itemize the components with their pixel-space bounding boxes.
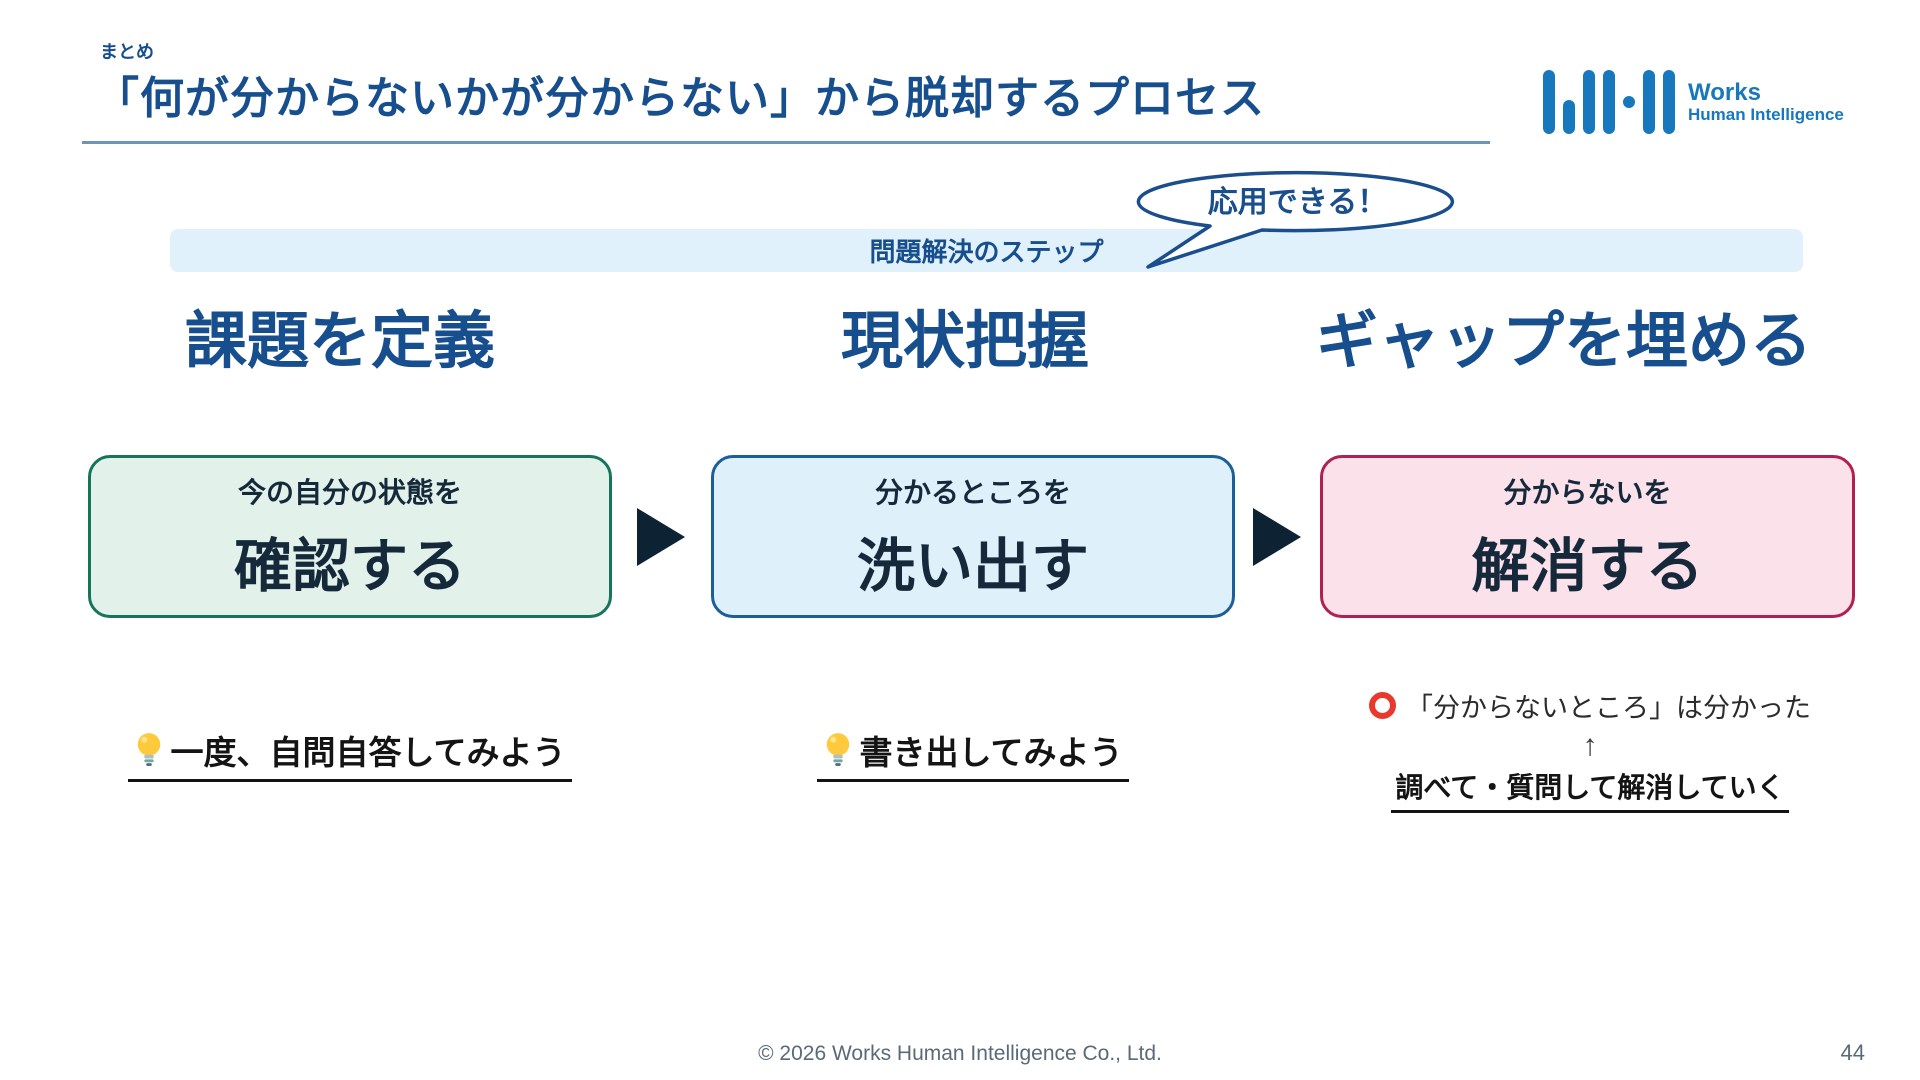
logo-line2: Human Intelligence	[1688, 104, 1844, 124]
logo-bar	[1663, 70, 1675, 134]
logo-bar	[1563, 100, 1575, 134]
gap-note-status: 「分からないところ」は分かった	[1369, 686, 1811, 725]
lightbulb-icon	[827, 733, 850, 766]
process-box-title: 解消する	[1471, 533, 1704, 599]
column-header-gap: ギャップを埋める	[1315, 307, 1812, 376]
speech-bubble	[1136, 170, 1455, 269]
title-divider	[82, 141, 1490, 144]
slide-tag: まとめ	[100, 42, 154, 62]
tip-note-write-out: 書き出してみよう	[711, 726, 1235, 782]
process-box-list: 分かるところを 洗い出す	[711, 455, 1235, 618]
section-banner: 問題解決のステップ	[170, 229, 1803, 272]
page-number: 44	[1840, 1040, 1865, 1065]
gap-note-status-label: 「分からないところ」は分かった	[1406, 693, 1811, 723]
logo-bar	[1583, 70, 1595, 134]
up-arrow-icon: ↑	[1582, 729, 1598, 762]
logo-wordmark: Works Human Intelligence	[1688, 80, 1844, 123]
process-box-confirm: 今の自分の状態を 確認する	[88, 455, 612, 618]
tip-note-label: 一度、自問自答してみよう	[170, 734, 566, 771]
process-box-subtitle: 分かるところを	[874, 476, 1071, 508]
red-circle-icon	[1369, 692, 1396, 719]
gap-note: 「分からないところ」は分かった ↑ 調べて・質問して解消していく	[1290, 686, 1890, 813]
column-header-grasp: 現状把握	[840, 307, 1089, 376]
company-logo: Works Human Intelligence	[1543, 70, 1844, 134]
logo-bar	[1603, 70, 1615, 134]
tip-note-label: 書き出してみよう	[859, 734, 1123, 771]
copyright-text: © 2026 Works Human Intelligence Co., Ltd…	[758, 1042, 1162, 1065]
logo-bars-icon	[1543, 70, 1675, 134]
process-box-title: 確認する	[233, 533, 466, 599]
process-box-title: 洗い出す	[856, 533, 1089, 599]
tip-note-self-question: 一度、自問自答してみよう	[88, 726, 612, 782]
page-title: 「何が分からないかが分からない」から脱却するプロセス	[95, 74, 1265, 123]
logo-bar	[1543, 70, 1555, 134]
logo-bar	[1643, 70, 1655, 134]
arrow-right-icon	[1253, 508, 1301, 566]
gap-note-action-label: 調べて・質問して解消していく	[1391, 766, 1789, 813]
speech-bubble-label: 応用できる！	[1207, 186, 1388, 219]
process-box-subtitle: 分からないを	[1503, 476, 1672, 508]
lightbulb-icon	[138, 733, 161, 766]
logo-dot	[1623, 96, 1635, 108]
process-box-resolve: 分からないを 解消する	[1320, 455, 1855, 618]
logo-line1: Works	[1688, 79, 1761, 107]
section-banner-label: 問題解決のステップ	[869, 237, 1104, 267]
column-header-define: 課題を定義	[184, 307, 495, 376]
arrow-right-icon	[637, 508, 685, 566]
process-box-subtitle: 今の自分の状態を	[237, 476, 462, 508]
